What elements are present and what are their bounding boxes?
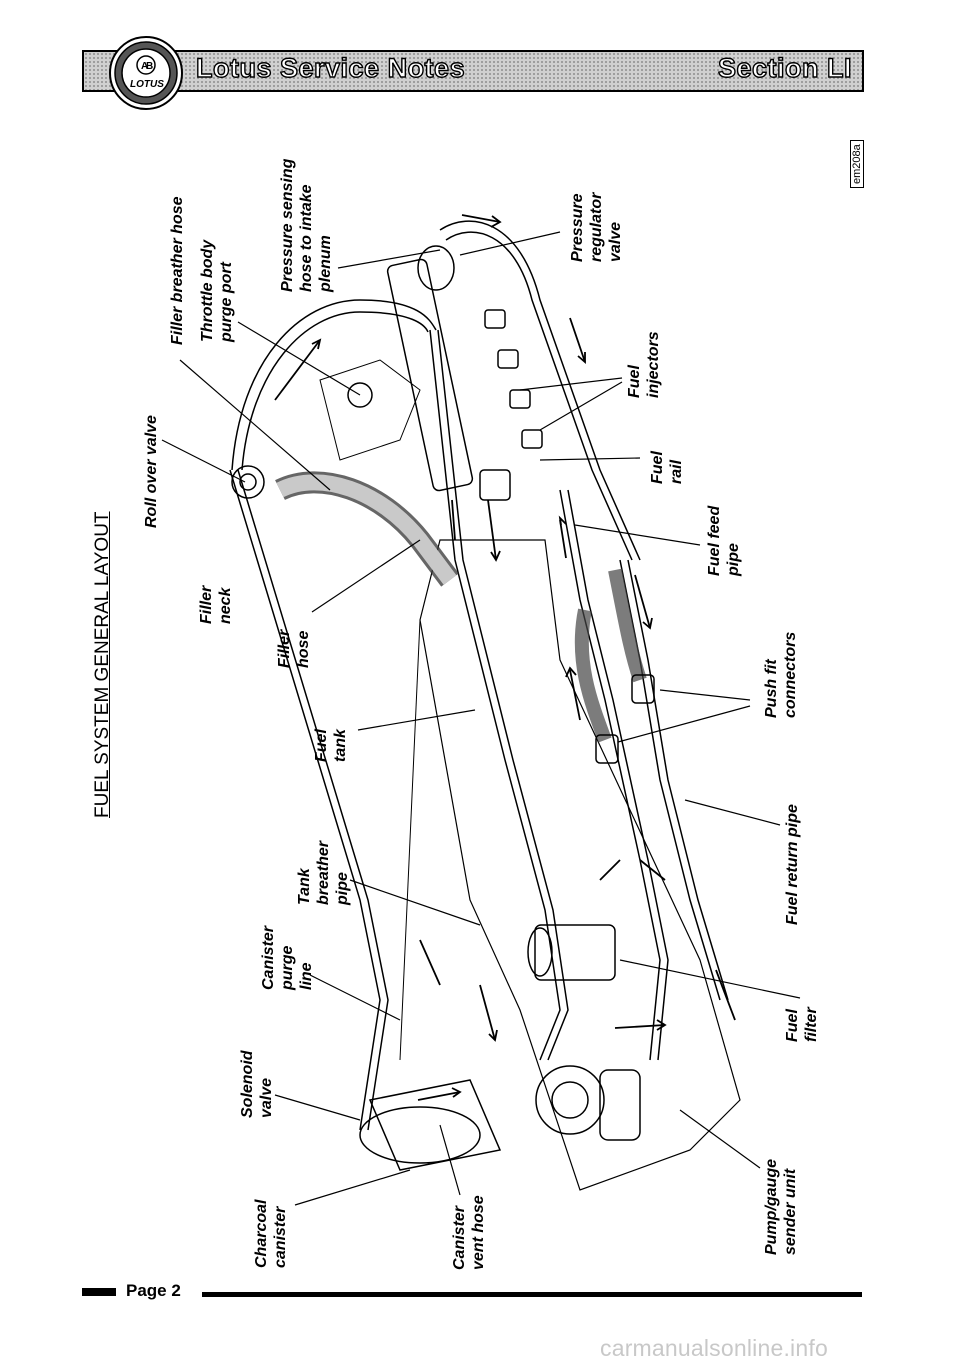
header-title: Lotus Service Notes xyxy=(195,52,466,83)
footer-rule-left xyxy=(82,1288,116,1296)
header-section: Section LI xyxy=(717,52,852,83)
svg-text:B: B xyxy=(146,61,153,72)
label-fuel-return-pipe: Fuel return pipe xyxy=(784,804,801,925)
logo-text: LOTUS xyxy=(130,79,164,90)
label-filler-breather-hose: Filler breather hose xyxy=(169,196,186,346)
lotus-logo: A B LOTUS xyxy=(109,36,183,110)
footer-rule-right xyxy=(202,1292,862,1297)
label-roll-over-valve: Roll over valve xyxy=(143,415,160,528)
svg-text:A: A xyxy=(141,61,148,72)
watermark: carmanualsonline.info xyxy=(600,1335,828,1361)
page-number: Page 2 xyxy=(126,1281,181,1300)
header-banner xyxy=(82,50,864,92)
